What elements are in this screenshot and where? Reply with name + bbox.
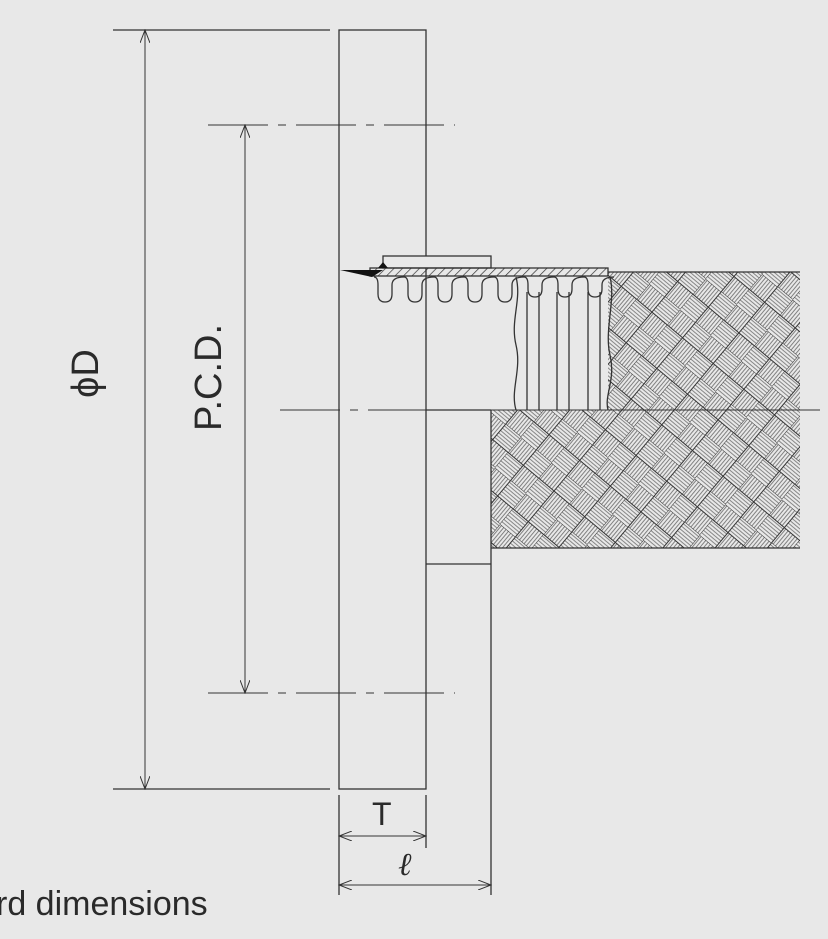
braid-upper — [608, 272, 800, 410]
pcd-label: P.C.D. — [188, 323, 231, 432]
collar — [382, 255, 492, 269]
t-label: T — [372, 796, 392, 832]
caption: rd dimensions — [0, 885, 208, 923]
cut-line — [513, 276, 519, 411]
l-label: ℓ — [398, 845, 412, 883]
tube-wall — [369, 267, 609, 277]
weld-triangle — [340, 270, 383, 277]
phiD-label: ϕD — [64, 349, 107, 398]
braid-lower — [491, 410, 800, 548]
corrugations — [373, 276, 615, 303]
